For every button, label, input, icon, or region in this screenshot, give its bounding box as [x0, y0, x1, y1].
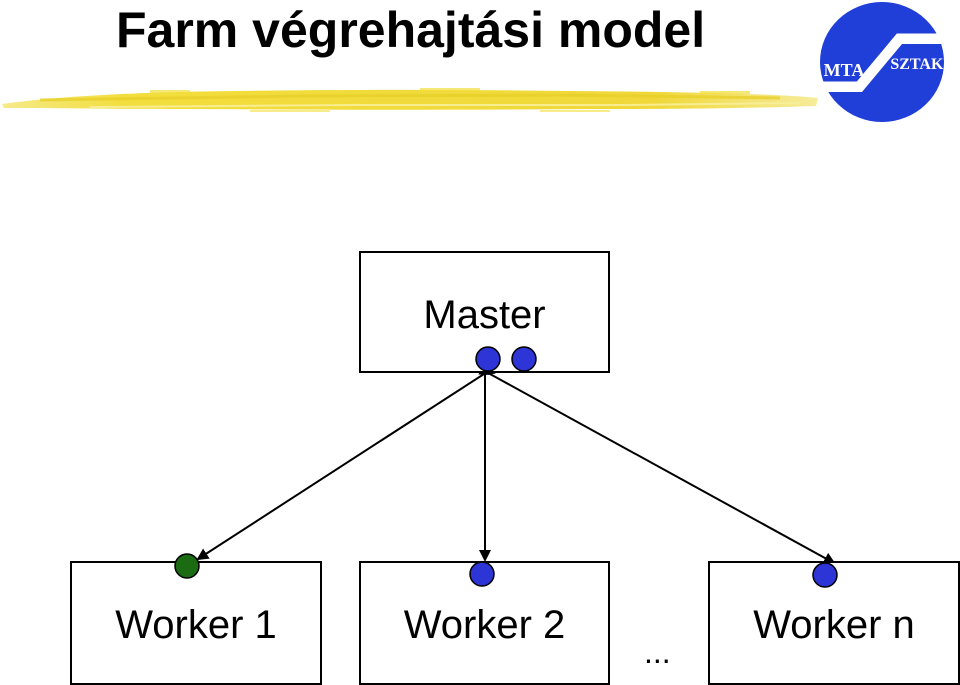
connector-master-workern — [478, 363, 836, 564]
master-port-2 — [511, 346, 537, 372]
worker2-port — [469, 561, 495, 587]
mta-sztaki-logo: MTA SZTAKI — [820, 2, 950, 122]
slide-title: Farm végrehajtási model — [116, 2, 706, 58]
worker-label: Worker 2 — [403, 603, 566, 647]
master-port-1 — [475, 346, 501, 372]
title-underline-brush — [2, 88, 818, 112]
connector-master-worker1 — [196, 363, 496, 561]
worker1-port — [174, 553, 200, 579]
workern-port — [812, 562, 838, 588]
workers-ellipsis: ... — [644, 634, 671, 670]
master-label: Master — [423, 293, 546, 337]
worker-label: Worker 1 — [115, 603, 277, 647]
logo-text-mta: MTA — [824, 60, 865, 80]
logo-text-sztaki: SZTAKI — [890, 56, 949, 73]
worker-label: Worker n — [753, 603, 915, 647]
